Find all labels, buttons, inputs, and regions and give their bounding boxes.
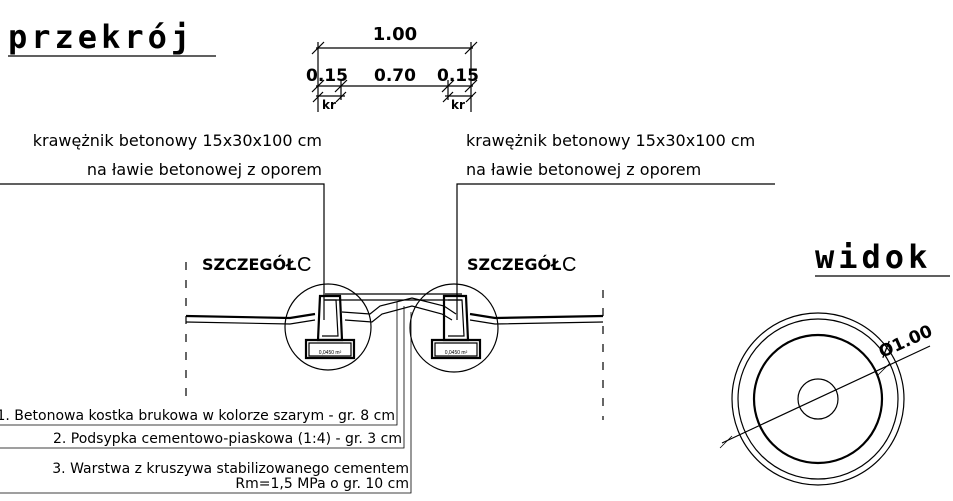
detail-label-left: SZCZEGÓŁ — [202, 255, 296, 274]
dim-right-kr: 0.15 — [437, 66, 479, 86]
kr-label-left: kr — [322, 98, 336, 112]
view-diameter-label: Ø1.00 — [876, 321, 936, 362]
dim-middle: 0.70 — [374, 66, 416, 86]
curb-label-right-line2: na ławie betonowej z oporem — [466, 160, 701, 179]
layer-2-text: 2. Podsypka cementowo-piaskowa (1:4) - g… — [53, 431, 402, 447]
pavement-cross-section — [185, 293, 604, 325]
layer-1-text: 1. Betonowa kostka brukowa w kolorze sza… — [0, 408, 395, 424]
dimension-chain — [311, 41, 478, 112]
curb-right — [430, 294, 482, 360]
area-label-right: 0,0450 m² — [445, 350, 468, 356]
plan-view — [719, 312, 931, 486]
leader-layer-1 — [0, 302, 398, 426]
dim-left-kr: 0.15 — [306, 66, 348, 86]
section-title: przekrój — [8, 18, 194, 56]
leader-layer-2 — [0, 306, 405, 449]
layer-3-text-line2: Rm=1,5 MPa o gr. 10 cm — [235, 476, 409, 492]
kr-label-right: kr — [451, 98, 465, 112]
area-label-left: 0,0450 m² — [319, 350, 342, 356]
detail-letter-left: C — [297, 254, 311, 276]
curb-left — [304, 294, 356, 360]
detail-letter-right: C — [562, 254, 576, 276]
detail-label-right: SZCZEGÓŁ — [467, 255, 561, 274]
detail-circle-left — [284, 283, 372, 371]
view-title: widok — [815, 238, 931, 276]
curb-label-right-line1: krawężnik betonowy 15x30x100 cm — [466, 131, 755, 150]
dim-total: 1.00 — [373, 24, 417, 45]
leader-right — [456, 183, 775, 320]
curb-label-left-line1: krawężnik betonowy 15x30x100 cm — [33, 131, 322, 150]
detail-circle-right — [409, 283, 499, 373]
leader-left — [0, 183, 325, 320]
leader-layer-3 — [0, 312, 412, 494]
curb-label-left-line2: na ławie betonowej z oporem — [87, 160, 322, 179]
layer-3-text-line1: 3. Warstwa z kruszywa stabilizowanego ce… — [52, 461, 409, 477]
